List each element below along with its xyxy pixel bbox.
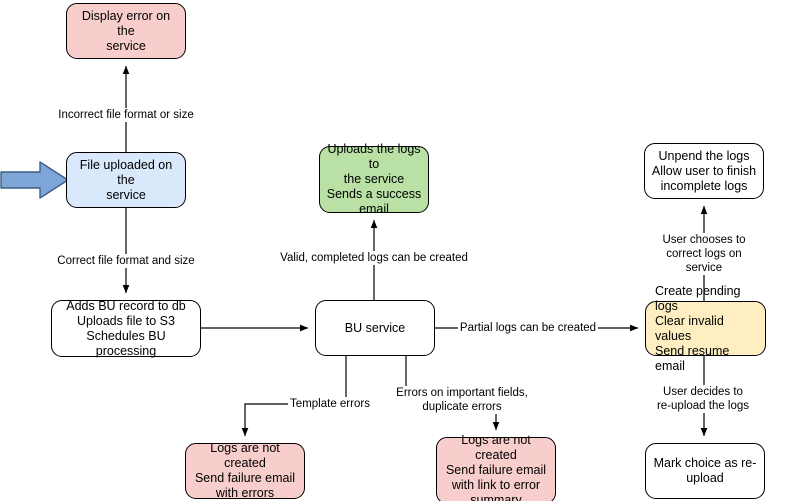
edge-label-valid-logs: Valid, completed logs can be created bbox=[278, 251, 470, 265]
node-create-pending-logs[interactable]: Create pending logs Clear invalid values… bbox=[645, 284, 766, 373]
edge-label-important-fields: Errors on important fields, duplicate er… bbox=[394, 386, 530, 414]
input-arrow-icon bbox=[0, 161, 69, 199]
node-mark-reupload[interactable]: Mark choice as re- upload bbox=[645, 443, 765, 499]
node-file-uploaded[interactable]: File uploaded on the service bbox=[66, 152, 186, 208]
node-bu-service[interactable]: BU service bbox=[315, 300, 435, 356]
edge-label-correct-format: Correct file format and size bbox=[55, 254, 197, 268]
edge-template-errors bbox=[241, 356, 347, 437]
node-logs-not-created-errors-label: Logs are not created Send failure email … bbox=[194, 441, 296, 500]
node-bu-service-label: BU service bbox=[344, 320, 406, 335]
node-adds-bu-record-label: Adds BU record to db Uploads file to S3 … bbox=[66, 298, 186, 358]
edge-label-partial-logs: Partial logs can be created bbox=[457, 321, 599, 335]
node-logs-not-created-errors[interactable]: Logs are not created Send failure email … bbox=[185, 441, 305, 500]
node-display-error[interactable]: Display error on the service bbox=[66, 3, 186, 59]
node-unpend-logs[interactable]: Unpend the logs Allow user to finish inc… bbox=[644, 143, 764, 199]
node-logs-not-created-summary[interactable]: Logs are not created Send failure email … bbox=[436, 433, 556, 501]
node-uploads-logs-label: Uploads the logs to the service Sends a … bbox=[326, 142, 422, 216]
node-display-error-label: Display error on the service bbox=[81, 8, 171, 53]
node-create-pending-logs-label: Create pending logs Clear invalid values… bbox=[655, 283, 741, 373]
node-adds-bu-record[interactable]: Adds BU record to db Uploads file to S3 … bbox=[51, 298, 201, 358]
edge-label-template-errors: Template errors bbox=[288, 397, 372, 411]
node-mark-reupload-label: Mark choice as re- upload bbox=[653, 456, 757, 485]
node-file-uploaded-label: File uploaded on the service bbox=[79, 157, 173, 202]
node-unpend-logs-label: Unpend the logs Allow user to finish inc… bbox=[651, 148, 757, 193]
node-uploads-logs[interactable]: Uploads the logs to the service Sends a … bbox=[319, 142, 429, 216]
edge-label-user-reupload: User decides to re-upload the logs bbox=[654, 385, 752, 413]
edge-label-user-corrects: User chooses to correct logs on service bbox=[655, 233, 753, 275]
node-logs-not-created-summary-label: Logs are not created Send failure email … bbox=[445, 433, 547, 501]
edge-label-incorrect-format: Incorrect file format or size bbox=[56, 108, 196, 122]
